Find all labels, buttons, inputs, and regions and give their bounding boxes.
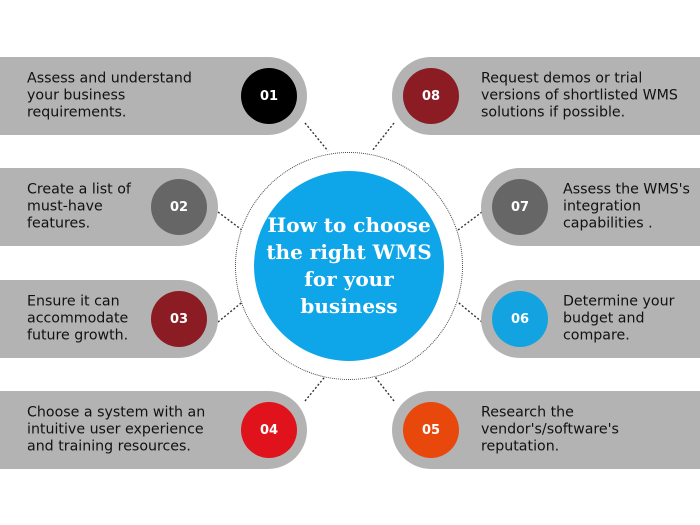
connector-01 xyxy=(304,122,329,152)
step-05-badge: 05 xyxy=(403,402,459,458)
step-06-text: Determine your budget and compare. xyxy=(563,293,675,344)
step-03-badge: 03 xyxy=(151,291,207,347)
step-08-badge: 08 xyxy=(403,68,459,124)
step-07-badge: 07 xyxy=(492,179,548,235)
step-07-text: Assess the WMS's integration capabilitie… xyxy=(563,181,690,232)
step-04-text: Choose a system with an intuitive user e… xyxy=(27,404,206,455)
step-05-text: Research the vendor's/software's reputat… xyxy=(481,404,619,455)
step-06-pill: Determine your budget and compare. 06 xyxy=(481,280,700,358)
center-title: How to choose the right WMS for your bus… xyxy=(266,213,432,318)
step-08-pill: Request demos or trial versions of short… xyxy=(392,57,700,135)
step-03-pill: Ensure it can accommodate future growth.… xyxy=(0,280,218,358)
connector-07 xyxy=(453,211,483,234)
connector-05 xyxy=(371,372,395,402)
step-08-text: Request demos or trial versions of short… xyxy=(481,70,678,121)
step-02-pill: Create a list of must-have features. 02 xyxy=(0,168,218,246)
step-07-pill: Assess the WMS's integration capabilitie… xyxy=(481,168,700,246)
center-circle: How to choose the right WMS for your bus… xyxy=(254,171,444,361)
connector-08 xyxy=(371,122,395,152)
step-06-badge: 06 xyxy=(492,291,548,347)
step-02-text: Create a list of must-have features. xyxy=(27,181,131,232)
step-03-text: Ensure it can accommodate future growth. xyxy=(27,293,129,344)
step-01-pill: Assess and understand your business requ… xyxy=(0,57,307,135)
step-02-badge: 02 xyxy=(151,179,207,235)
step-04-pill: Choose a system with an intuitive user e… xyxy=(0,391,307,469)
connector-06 xyxy=(453,298,483,323)
step-01-badge: 01 xyxy=(241,68,297,124)
step-04-badge: 04 xyxy=(241,402,297,458)
step-01-text: Assess and understand your business requ… xyxy=(27,70,192,121)
step-05-pill: Research the vendor's/software's reputat… xyxy=(392,391,700,469)
